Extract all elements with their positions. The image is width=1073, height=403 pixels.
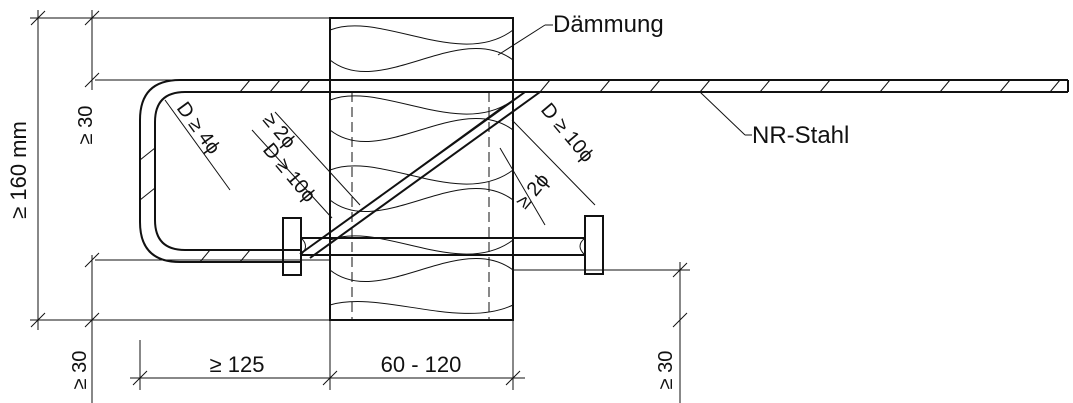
bend-diag-right-label: D ≥ 10ϕ: [536, 99, 598, 167]
insulation-label: Dämmung: [553, 11, 664, 38]
gap-left-label: ≥ 2ϕ: [258, 109, 300, 153]
cover-top-label: ≥ 30: [75, 106, 97, 145]
insulation-width-label: 60 - 120: [381, 352, 462, 377]
dimension-cover-bottom: ≥ 30: [69, 252, 100, 403]
leader-steel: NR-Stahl: [699, 91, 849, 149]
bend-diag-right-annotation: D ≥ 10ϕ ≥ 2ϕ: [499, 99, 598, 226]
cover-bottom-label: ≥ 30: [69, 351, 91, 390]
bend-inner-annotation: D ≥ 4ϕ: [164, 98, 231, 191]
bend-diag-left-label: D ≥ 10ϕ: [258, 139, 320, 207]
bend-diag-left-annotation: D ≥ 10ϕ ≥ 2ϕ: [251, 109, 361, 219]
steel-label: NR-Stahl: [752, 122, 849, 149]
leader-insulation: Dämmung: [497, 11, 664, 56]
pressure-bar: [282, 215, 604, 276]
anchor-length-label: ≥ 125: [210, 352, 265, 377]
height-label: ≥ 160 mm: [6, 121, 31, 219]
gap-right-label: ≥ 2ϕ: [512, 169, 554, 213]
dimension-height: ≥ 160 mm: [6, 10, 330, 330]
dimension-cover-top: ≥ 30: [75, 10, 100, 145]
steel-bar-diagonal: [299, 91, 541, 259]
dimension-bottom: ≥ 125 60 - 120: [130, 320, 525, 390]
insulation-block: [329, 17, 514, 321]
bend-inner-label: D ≥ 4ϕ: [172, 98, 224, 159]
dimension-cover-right: ≥ 30: [655, 262, 688, 403]
steel-bar-top: [139, 79, 1069, 263]
cover-right-label: ≥ 30: [655, 351, 677, 390]
